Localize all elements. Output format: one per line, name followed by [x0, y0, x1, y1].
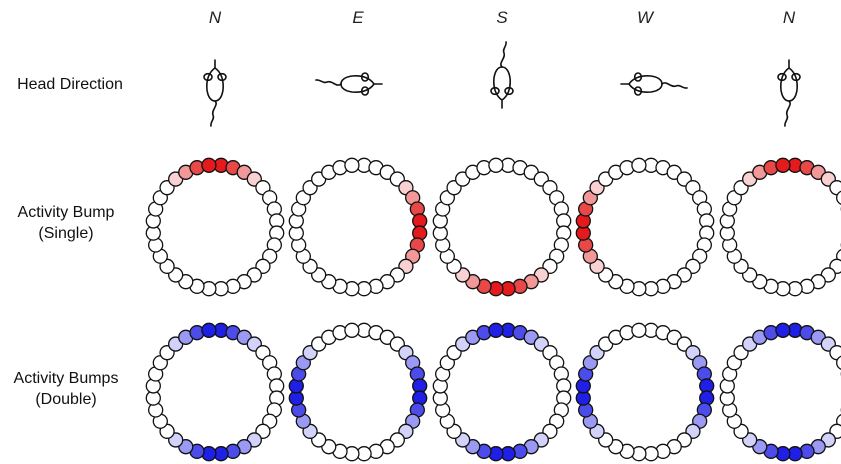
- mouse-icon: [203, 59, 227, 127]
- ring-node: [631, 157, 647, 173]
- single-bump-ring: [719, 157, 841, 297]
- row-label-line: Activity Bump: [17, 204, 115, 221]
- direction-label: N: [782, 8, 796, 27]
- ring-node: [836, 355, 841, 370]
- row-label-line: Head Direction: [17, 76, 123, 93]
- double-bump-ring: [575, 322, 715, 462]
- direction-label: W: [636, 8, 654, 27]
- mouse-icon: [490, 41, 514, 109]
- row-label-head-direction: Head Direction: [6, 74, 134, 95]
- ring-node: [775, 157, 791, 173]
- single-bump-ring: [288, 157, 428, 297]
- single-bump-ring: [145, 157, 285, 297]
- double-bump-ring: [432, 322, 572, 462]
- direction-label: N: [208, 8, 222, 27]
- ring-node: [344, 157, 360, 173]
- single-bump-ring: [432, 157, 572, 297]
- mouse-icon: [777, 59, 801, 127]
- row-label-line: (Single): [38, 225, 94, 242]
- row-label-line: Activity Bumps: [13, 370, 119, 387]
- ring-node: [488, 157, 504, 173]
- row-label-activity-bump-single: Activity Bump (Single): [2, 202, 130, 244]
- direction-label: E: [352, 8, 364, 27]
- ring-node: [344, 322, 360, 338]
- ring-node: [631, 322, 647, 338]
- double-bump-ring: [145, 322, 285, 462]
- row-label-line: (Double): [35, 391, 97, 408]
- mouse-icon: [620, 72, 688, 96]
- ring-node: [775, 322, 791, 338]
- double-bump-ring: [719, 322, 841, 462]
- ring-node: [201, 322, 217, 338]
- double-bump-ring: [288, 322, 428, 462]
- single-bump-ring: [575, 157, 715, 297]
- ring-node: [488, 322, 504, 338]
- ring-node: [201, 157, 217, 173]
- direction-label: S: [496, 8, 508, 27]
- mouse-icon: [315, 72, 383, 96]
- ring-node: [836, 190, 841, 205]
- row-label-activity-bumps-double: Activity Bumps (Double): [2, 368, 130, 410]
